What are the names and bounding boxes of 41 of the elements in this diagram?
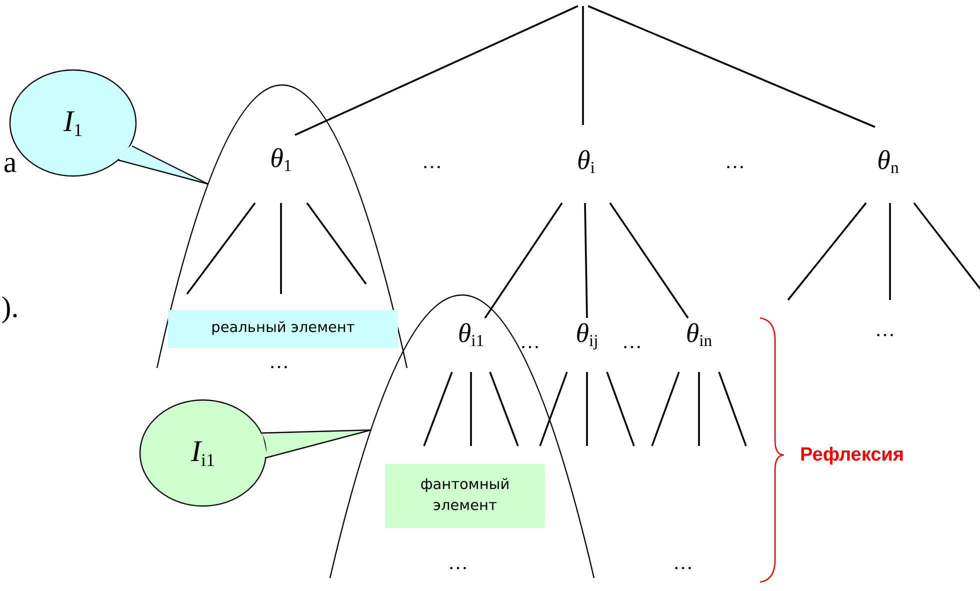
ellipsis: … (673, 553, 693, 573)
parameter-symbol: θ$_{n}$ (862, 127, 914, 203)
bubble-label: I$_{1}$ (62, 106, 84, 140)
parameter-symbol: θ$_{in}$ (677, 318, 721, 372)
tree-branch (609, 202, 689, 318)
tree-branch (584, 202, 588, 318)
tree-branch (586, 372, 588, 446)
bracket-label: Рефлексия (800, 446, 904, 464)
tree-branch (423, 372, 453, 446)
ellipsis: … (622, 332, 642, 352)
text-fragment: ). (1, 293, 19, 323)
tree-branch (489, 372, 519, 446)
bubble-label: I$_{i1}$ (190, 436, 216, 470)
tree-branch (787, 202, 867, 301)
highlighted-note: фантомный элемент (385, 464, 545, 528)
parameter-symbol: θ$_{1}$ (255, 135, 307, 203)
parameter-symbol: θ$_{ij}$ (565, 318, 609, 372)
tree-branch (280, 203, 282, 294)
ellipsis: … (422, 152, 442, 172)
tree-branch (718, 372, 747, 446)
parameter-symbol: θ$_{i}$ (562, 125, 610, 203)
highlighted-note: реальный элемент (168, 310, 398, 348)
tree-branch (651, 372, 680, 446)
tree-branch (698, 372, 700, 446)
tree-branch (539, 372, 568, 446)
parameter-symbol: θ$_{i1}$ (450, 318, 492, 372)
tree-branch (606, 372, 635, 446)
ellipsis: … (725, 152, 745, 172)
tree-branch (470, 372, 472, 446)
tree-branch (582, 6, 584, 125)
ellipsis: … (520, 332, 540, 352)
ellipsis: … (875, 320, 895, 340)
tree-branch (294, 5, 578, 136)
tree-branch (484, 202, 563, 318)
tree-branch (588, 5, 876, 128)
ellipsis: … (448, 553, 468, 573)
text-fragment: а (3, 148, 17, 178)
tree-branch (889, 203, 891, 300)
tree-branch (186, 202, 256, 295)
tree-branch (306, 202, 367, 285)
ellipsis: … (269, 352, 289, 372)
